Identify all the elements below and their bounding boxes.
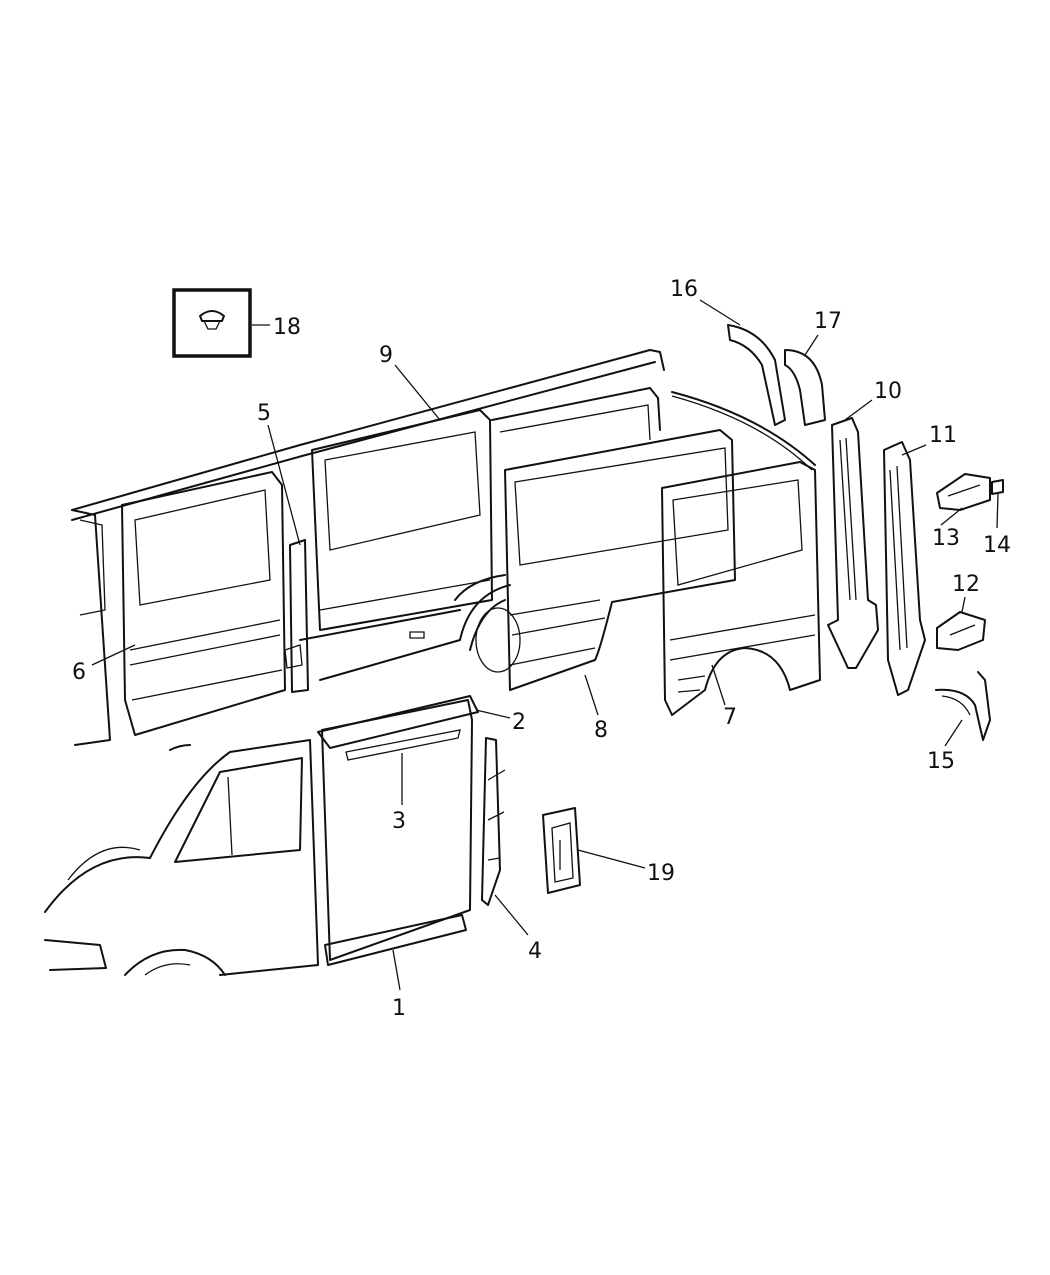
- callout-18: 18: [273, 315, 301, 340]
- callout-2: 2: [512, 710, 526, 735]
- plate-part-14: [991, 479, 1004, 495]
- rear-quarter-panel-part-7: [661, 461, 821, 716]
- callout-8: 8: [594, 718, 608, 743]
- callout-12: 12: [952, 572, 980, 597]
- leader-lines: [91, 299, 999, 991]
- side-wall-frame: [317, 695, 506, 966]
- callout-6: 6: [72, 660, 86, 685]
- bracket-part-12: [936, 611, 986, 651]
- arch-part-17: [784, 349, 826, 426]
- callout-15: 15: [927, 749, 955, 774]
- bracket-part-13: [936, 473, 991, 511]
- callout-4: 4: [528, 939, 542, 964]
- lower-van-cab: [44, 739, 319, 976]
- callout-10: 10: [874, 379, 902, 404]
- callout-17: 17: [814, 309, 842, 334]
- callout-16: 16: [670, 277, 698, 302]
- pillar-part-10: [827, 417, 879, 669]
- callout-labels: 1 2 3 4 5 6 7 8 9 10 11 12 13 14 15 16 1…: [72, 277, 1011, 1021]
- callout-9: 9: [379, 343, 393, 368]
- bracket-part-15: [935, 671, 991, 741]
- inset-box-clip: [172, 288, 252, 358]
- callout-19: 19: [647, 861, 675, 886]
- callout-11: 11: [929, 423, 957, 448]
- pillar-part-11: [883, 441, 926, 696]
- upper-body-shell: [71, 349, 816, 746]
- bracket-part-19: [542, 807, 581, 894]
- callout-7: 7: [723, 705, 737, 730]
- callout-14: 14: [983, 533, 1011, 558]
- door-panel-part-8: [504, 429, 736, 691]
- arch-part-16: [727, 324, 786, 426]
- callout-5: 5: [257, 401, 271, 426]
- callout-13: 13: [932, 526, 960, 551]
- callout-1: 1: [392, 996, 406, 1021]
- callout-3: 3: [392, 809, 406, 834]
